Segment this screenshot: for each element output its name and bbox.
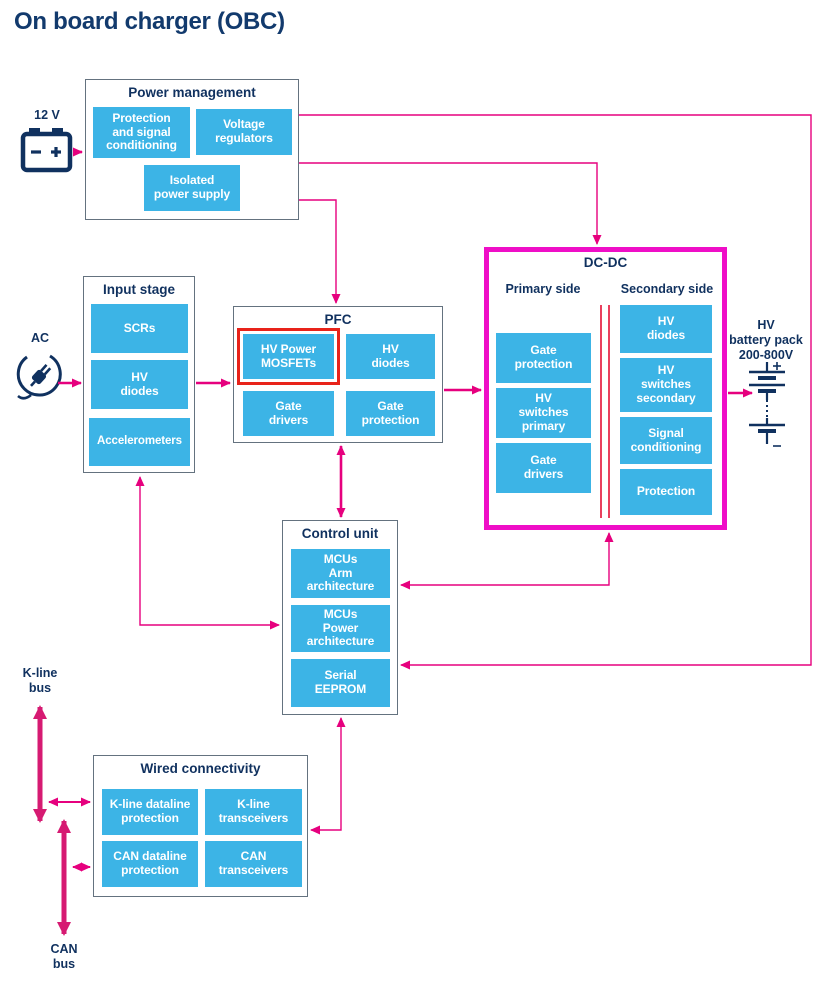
group-title-wired-connectivity: Wired connectivity	[140, 761, 261, 776]
group-wired-connectivity: Wired connectivity K-line dataline prote…	[93, 755, 308, 897]
block-kline-transceivers[interactable]: K-line transceivers	[205, 789, 302, 835]
block-hv-diodes-input[interactable]: HV diodes	[91, 360, 188, 409]
block-gate-protection-primary[interactable]: Gate protection	[496, 333, 591, 383]
ac-label: AC	[30, 331, 50, 345]
isolation-barrier-line-1	[600, 305, 602, 518]
kline-bus-label: K-line bus	[22, 666, 58, 695]
group-title-pfc: PFC	[324, 312, 352, 327]
block-hv-switches-secondary[interactable]: HV switches secondary	[620, 358, 712, 412]
block-hv-diodes-secondary[interactable]: HV diodes	[620, 305, 712, 353]
block-gate-drivers-primary[interactable]: Gate drivers	[496, 443, 591, 493]
block-hv-power-mosfets[interactable]: HV Power MOSFETs	[243, 334, 334, 379]
group-input-stage: Input stage SCRs HV diodes Accelerometer…	[83, 276, 195, 473]
page-title: On board charger (OBC)	[14, 8, 285, 35]
block-hv-diodes-pfc[interactable]: HV diodes	[346, 334, 435, 379]
dcdc-secondary-side-label: Secondary side	[620, 282, 714, 296]
group-title-power-management: Power management	[128, 85, 256, 100]
block-isolated-power-supply[interactable]: Isolated power supply	[144, 165, 240, 211]
block-gate-protection-pfc[interactable]: Gate protection	[346, 391, 435, 436]
block-protection-and-signal-conditioning[interactable]: Protection and signal conditioning	[93, 107, 190, 158]
group-title-input-stage: Input stage	[102, 282, 175, 297]
hv-battery-label: HV battery pack 200-800V	[729, 318, 803, 362]
ac-plug-icon	[16, 354, 62, 400]
block-gate-drivers-pfc[interactable]: Gate drivers	[243, 391, 334, 436]
block-scrs[interactable]: SCRs	[91, 304, 188, 353]
block-mcus-power-architecture[interactable]: MCUs Power architecture	[291, 605, 390, 652]
can-bus-label: CAN bus	[50, 942, 78, 971]
isolation-barrier-line-2	[608, 305, 610, 518]
block-accelerometers[interactable]: Accelerometers	[89, 418, 190, 466]
group-title-control-unit: Control unit	[301, 526, 379, 541]
block-mcus-arm-architecture[interactable]: MCUs Arm architecture	[291, 549, 390, 598]
group-pfc: PFC HV Power MOSFETs HV diodes Gate driv…	[233, 306, 443, 443]
block-kline-dataline-protection[interactable]: K-line dataline protection	[102, 789, 198, 835]
block-can-dataline-protection[interactable]: CAN dataline protection	[102, 841, 198, 887]
block-can-transceivers[interactable]: CAN transceivers	[205, 841, 302, 887]
battery-12v-label: 12 V	[34, 108, 60, 122]
block-serial-eeprom[interactable]: Serial EEPROM	[291, 659, 390, 707]
group-dcdc: DC-DC Primary side Secondary side Gate p…	[484, 247, 727, 530]
group-control-unit: Control unit MCUs Arm architecture MCUs …	[282, 520, 398, 715]
hv-battery-stack-icon	[749, 362, 785, 447]
group-title-dcdc: DC-DC	[583, 255, 628, 270]
battery-12v-icon	[20, 128, 73, 173]
block-protection-secondary[interactable]: Protection	[620, 469, 712, 515]
block-signal-conditioning-secondary[interactable]: Signal conditioning	[620, 417, 712, 464]
dcdc-primary-side-label: Primary side	[505, 282, 581, 296]
block-hv-switches-primary[interactable]: HV switches primary	[496, 388, 591, 438]
block-voltage-regulators[interactable]: Voltage regulators	[196, 109, 292, 155]
group-power-management: Power management Protection and signal c…	[85, 79, 299, 220]
